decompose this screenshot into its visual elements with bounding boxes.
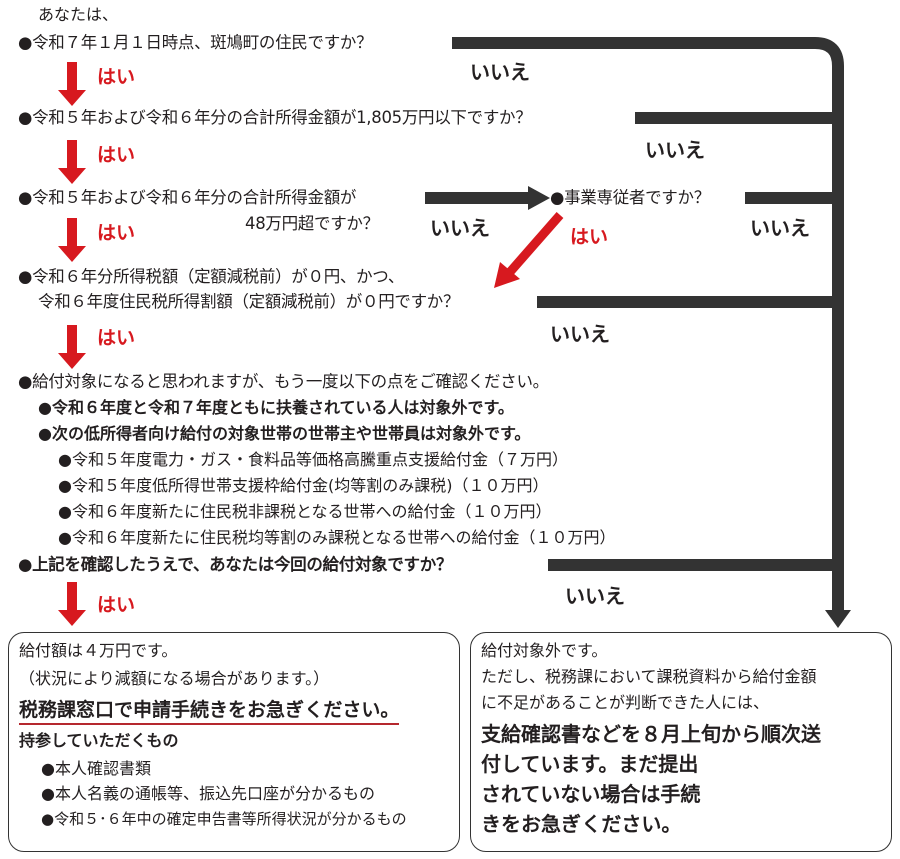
bring-item-3: ●令和５･６年中の確定申告書等所得状況が分かるもの bbox=[41, 810, 407, 828]
yes-arrow-2 bbox=[58, 140, 86, 184]
exception-line-2: に不足があることが判断できた人には、 bbox=[481, 693, 770, 712]
result-not-eligible-box: 給付対象外です。 ただし、税務課において課税資料から給付金額 に不足があることが… bbox=[470, 632, 892, 852]
bring-item-1: ●本人確認書類 bbox=[41, 759, 151, 778]
question-3-line2: 48万円超ですか？ bbox=[245, 214, 379, 233]
question-4-line1: ●令和６年分所得税額（定額減税前）が０円、かつ、 bbox=[18, 267, 405, 286]
result-eligible-box: 給付額は４万円です。 （状況により減額になる場合があります。） 税務課窓口で申請… bbox=[8, 632, 460, 852]
yes-label-q3b: はい bbox=[570, 226, 609, 248]
question-6: ●上記を確認したうえで、あなたは今回の給付対象ですか？ bbox=[18, 555, 453, 574]
sub-point-1: ●令和５年度電力・ガス・食料品等価格高騰重点支援給付金（７万円） bbox=[58, 450, 568, 469]
yes-label-2: はい bbox=[97, 144, 136, 166]
arrow-head-q3-to-q3b bbox=[528, 186, 550, 210]
sub-point-2: ●令和５年度低所得世帯支援枠給付金(均等割のみ課税)（１０万円） bbox=[58, 476, 549, 495]
yes-arrow-q3b bbox=[506, 212, 564, 275]
not-eligible-text: 給付対象外です。 bbox=[481, 641, 608, 660]
arrow-head-not-eligible bbox=[825, 610, 851, 628]
sub-point-4: ●令和６年度新たに住民税均等割のみ課税となる世帯への給付金（１０万円） bbox=[58, 528, 616, 547]
yes-arrow-3 bbox=[58, 218, 86, 262]
benefit-amount: 給付額は４万円です。 bbox=[19, 641, 178, 660]
check-point-2: ●次の低所得者向け給付の対象世帯の世帯主や世帯員は対象外です。 bbox=[38, 424, 531, 443]
yes-arrows bbox=[58, 62, 86, 626]
no-label-4: いいえ bbox=[550, 322, 610, 346]
reduction-note: （状況により減額になる場合があります。） bbox=[19, 669, 330, 688]
sub-point-3: ●令和６年度新たに住民税非課税となる世帯への給付金（１０万円） bbox=[58, 502, 552, 521]
yes-label-1: はい bbox=[97, 66, 136, 88]
notice-line-3: されていない場合は手続 bbox=[481, 782, 701, 806]
no-label-1: いいえ bbox=[470, 60, 530, 84]
yes-arrow-1 bbox=[58, 62, 86, 106]
notice-line-2: 付しています。まだ提出 bbox=[481, 752, 699, 776]
check-point-1: ●令和６年度と令和７年度ともに扶養されている人は対象外です。 bbox=[38, 398, 514, 417]
no-line-q1 bbox=[452, 37, 844, 612]
notice-line-1: 支給確認書などを８月上旬から順次送 bbox=[481, 722, 821, 746]
question-2: ●令和５年および令和６年分の合計所得金額が1,805万円以下ですか？ bbox=[18, 108, 532, 127]
question-4-line2: 令和６年度住民税所得割額（定額減税前）が０円ですか？ bbox=[38, 292, 460, 311]
apply-notice: 税務課窓口で申請手続きをお急ぎください。 bbox=[19, 697, 400, 725]
no-label-2: いいえ bbox=[645, 138, 705, 162]
yes-label-4: はい bbox=[97, 327, 136, 349]
question-5: ●給付対象になると思われますが、もう一度以下の点をご確認ください。 bbox=[18, 372, 549, 391]
notice-line-4: きをお急ぎください。 bbox=[481, 812, 682, 836]
yes-arrow-4 bbox=[58, 325, 86, 369]
question-3-line1: ●令和５年および令和６年分の合計所得金額が bbox=[18, 188, 357, 207]
intro-text: あなたは、 bbox=[38, 5, 119, 24]
question-3b: ●事業専従者ですか？ bbox=[550, 188, 710, 207]
bring-item-2: ●本人名義の通帳等、振込先口座が分かるもの bbox=[41, 784, 375, 803]
question-1: ●令和７年１月１日時点、斑鳩町の住民ですか？ bbox=[18, 33, 373, 52]
exception-line-1: ただし、税務課において課税資料から給付金額 bbox=[481, 667, 817, 686]
bring-title: 持参していただくもの bbox=[19, 731, 179, 750]
no-label-6: いいえ bbox=[565, 584, 625, 608]
yes-label-5: はい bbox=[97, 594, 136, 616]
no-label-3: いいえ bbox=[430, 216, 490, 240]
no-label-q3b: いいえ bbox=[750, 216, 810, 240]
yes-arrow-5 bbox=[58, 582, 86, 626]
yes-label-3: はい bbox=[97, 222, 136, 244]
